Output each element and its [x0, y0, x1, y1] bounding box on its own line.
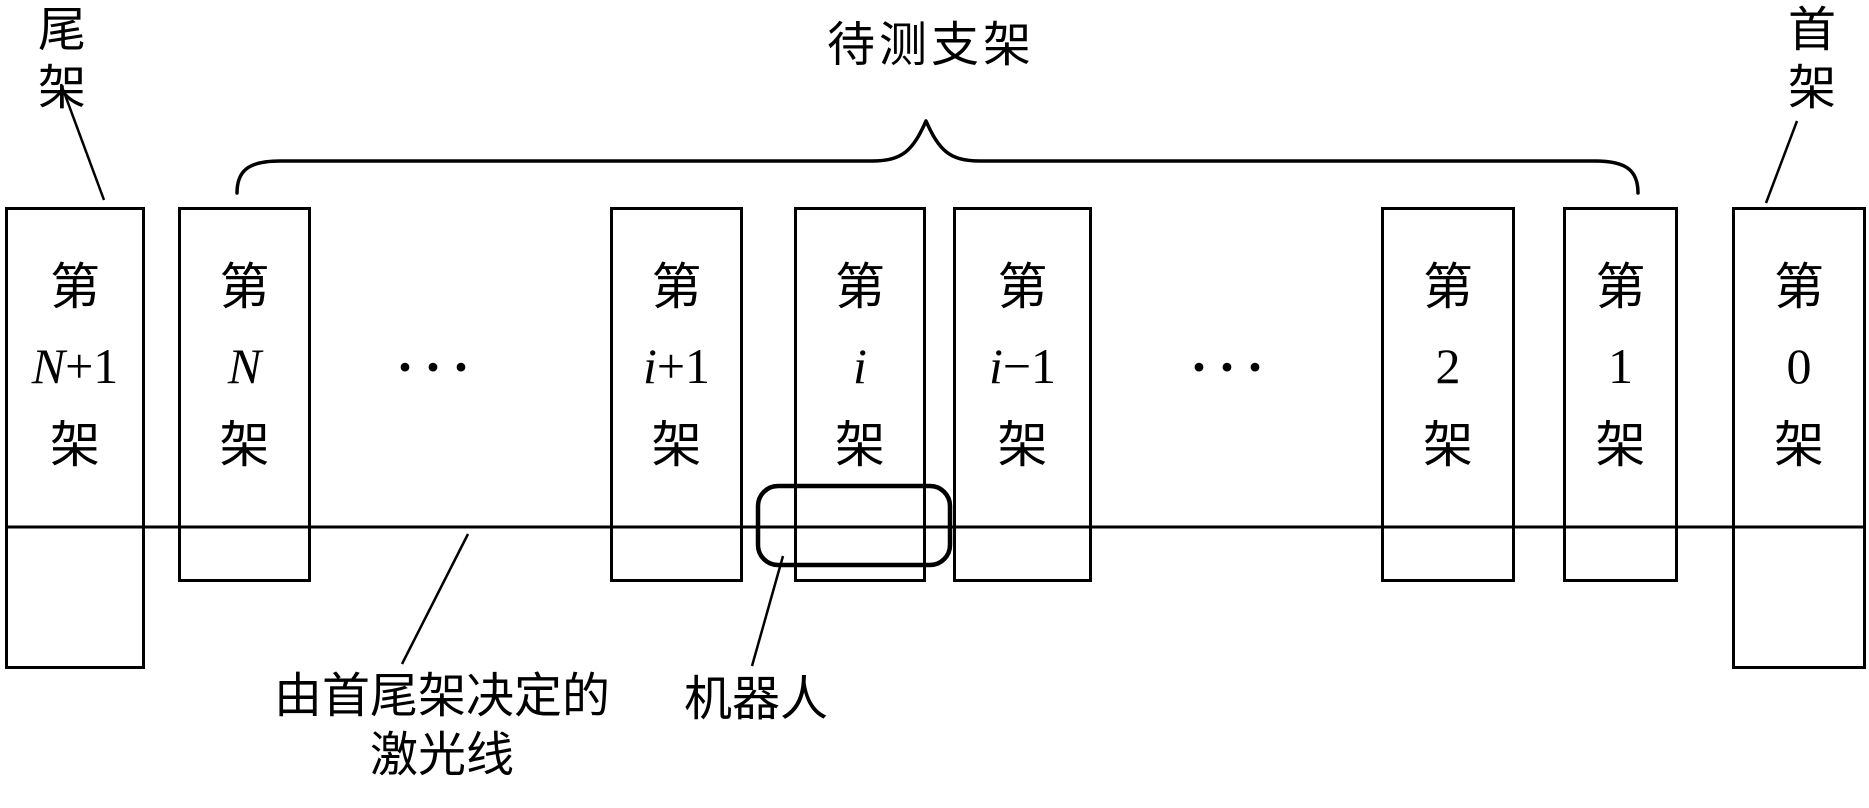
frame-box-i-plus-1: 第 i+1 架: [610, 207, 743, 582]
frame-label-i-plus-1: 第 i+1 架: [642, 259, 711, 473]
frame-label-0: 第 0 架: [1774, 259, 1824, 473]
frame-box-n: 第 N 架: [178, 207, 311, 582]
frames-under-test-brace: [235, 119, 1640, 195]
laser-line-caption-line2: 激光线: [369, 728, 514, 782]
head-frame-label: 首架: [1788, 4, 1837, 115]
frame-box-n-plus-1: 第 N+1 架: [5, 207, 145, 669]
frame-label-n: 第 N 架: [219, 259, 270, 473]
frame-label-i: 第 i 架: [835, 259, 885, 473]
ellipsis-left: ···: [396, 337, 481, 397]
frames-under-test-label: 待测支架: [827, 19, 1036, 72]
robot-leader-line: [750, 555, 785, 667]
frame-label-1: 第 1 架: [1595, 259, 1646, 473]
frame-label-n-plus-1: 第 N+1 架: [31, 259, 119, 473]
laser-line-caption-line1: 由首尾架决定的: [273, 670, 610, 723]
frame-box-i: 第 i 架: [794, 207, 926, 582]
robot-outline-box: [755, 483, 953, 568]
ellipsis-right: ···: [1190, 337, 1275, 397]
frame-box-1: 第 1 架: [1563, 207, 1678, 582]
robot-label: 机器人: [684, 673, 829, 726]
frame-label-i-minus-1: 第 i−1 架: [988, 259, 1057, 473]
tail-frame-leader-line: [59, 83, 106, 201]
tail-frame-label: 尾架: [38, 4, 87, 115]
laser-line-leader-line: [400, 533, 470, 665]
laser-line-caption: 由首尾架决定的 激光线: [237, 668, 647, 785]
frame-box-2: 第 2 架: [1381, 207, 1515, 582]
frame-box-i-minus-1: 第 i−1 架: [953, 207, 1092, 582]
frame-label-2: 第 2 架: [1423, 259, 1473, 473]
frame-box-0: 第 0 架: [1732, 207, 1866, 669]
head-frame-leader-line: [1764, 120, 1799, 204]
